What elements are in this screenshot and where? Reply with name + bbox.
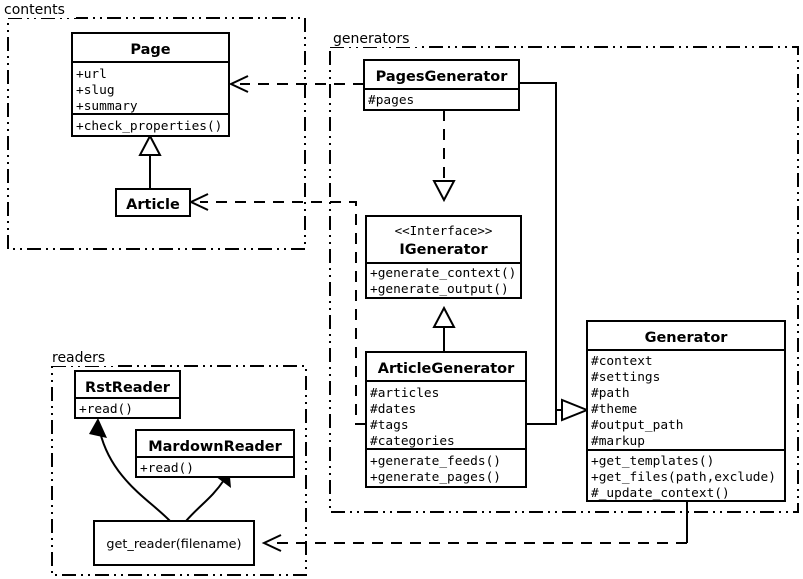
function-box-get-reader-rect (93, 520, 255, 566)
class-attribute-generator-settings: #settings (591, 370, 660, 385)
edge-articlegenerator-to-generator-line (526, 409, 562, 425)
class-name-mardownreader: MardownReader (148, 439, 282, 455)
edge-getreader-to-rstreader-arrowhead (89, 418, 107, 438)
class-box-mardownreader-rect (135, 429, 295, 478)
class-box-mardownreader[interactable]: MardownReader +read() (135, 429, 295, 478)
class-attribute-articlegenerator-categories: #categories (370, 434, 455, 449)
class-name-pagesgenerator: PagesGenerator (376, 69, 509, 85)
class-attribute-generator-output-path: #output_path (591, 418, 683, 433)
function-name-get-reader: get_reader(filename) (106, 537, 241, 552)
class-attribute-articlegenerator-dates: #dates (370, 402, 416, 417)
class-attribute-generator-path: #path (591, 386, 630, 401)
edge-pagesgenerator-to-page (228, 75, 364, 93)
class-name-igenerator: IGenerator (399, 242, 488, 258)
class-box-rstreader-rect (74, 370, 181, 419)
class-box-articlegenerator[interactable]: ArticleGenerator #articles #dates #tags … (365, 351, 527, 488)
class-name-articlegenerator: ArticleGenerator (378, 361, 515, 377)
package-readers-label: readers (52, 350, 105, 366)
package-readers: readers (46, 348, 307, 576)
package-contents: contents (0, 0, 306, 250)
class-operation-articlegenerator-generate-pages: +generate_pages() (370, 470, 501, 485)
edge-articlegenerator-to-article (188, 193, 366, 425)
edge-getreader-to-mardownreader-line (185, 479, 225, 522)
edge-pagesgenerator-to-page-arrowhead (228, 75, 249, 93)
package-contents-label-bg (0, 0, 76, 18)
class-box-article-rect (115, 188, 191, 217)
class-attribute-generator-markup: #markup (591, 434, 645, 449)
class-operation-mardownreader-read: +read() (140, 461, 194, 476)
function-box-get-reader[interactable]: get_reader(filename) (93, 520, 255, 566)
class-box-article[interactable]: Article (115, 188, 191, 217)
package-contents-label: contents (4, 2, 65, 18)
class-box-articlegenerator-rect (365, 351, 527, 488)
class-attribute-articlegenerator-tags: #tags (370, 418, 409, 433)
package-generators-border (329, 46, 799, 513)
edge-generator-to-getreader-arrowhead (261, 534, 282, 552)
class-attribute-pagesgenerator-pages: #pages (368, 93, 414, 108)
class-stereotype-igenerator: <<Interface>> (395, 223, 493, 238)
class-attribute-page-url: +url (76, 67, 107, 82)
edge-generator-to-getreader (261, 501, 688, 552)
class-operation-articlegenerator-generate-feeds: +generate_feeds() (370, 454, 501, 469)
class-box-page-rect (71, 32, 230, 137)
class-name-generator: Generator (645, 330, 729, 346)
class-box-pagesgenerator-rect (363, 59, 520, 111)
class-operation-page-check-properties: +check_properties() (76, 119, 222, 134)
edge-getreader-to-rstreader (89, 418, 171, 522)
class-operation-igenerator-generate-output: +generate_output() (370, 282, 509, 297)
class-box-igenerator[interactable]: <<Interface>> IGenerator +generate_conte… (365, 215, 522, 299)
class-box-rstreader[interactable]: RstReader +read() (74, 370, 181, 419)
package-contents-border (7, 17, 306, 250)
class-name-rstreader: RstReader (85, 380, 171, 396)
package-readers-border (51, 365, 307, 576)
edge-articlegenerator-to-igenerator-arrowhead (432, 305, 456, 328)
edge-pagesgenerator-to-igenerator-arrowhead (432, 180, 456, 203)
class-box-pagesgenerator[interactable]: PagesGenerator #pages (363, 59, 520, 111)
edge-articlegenerator-to-generator (526, 398, 590, 425)
package-generators: generators (329, 29, 799, 513)
package-generators-label-bg (330, 29, 422, 47)
class-name-article: Article (126, 197, 180, 213)
class-box-generator[interactable]: Generator #context #settings #path #them… (586, 320, 786, 502)
edge-articlegenerator-to-igenerator (432, 305, 456, 352)
class-operation-generator-update-context: #_update_context() (591, 486, 730, 501)
class-operation-rstreader-read: +read() (79, 402, 133, 417)
edge-pagesgenerator-to-igenerator (432, 110, 456, 203)
package-readers-label-bg (46, 348, 116, 366)
class-operation-generator-get-files: +get_files(path,exclude) (591, 470, 776, 485)
edge-article-to-page (138, 133, 162, 189)
edge-articlegenerator-to-generator-arrowhead (561, 398, 590, 422)
class-operation-generator-get-templates: +get_templates() (591, 454, 714, 469)
edge-article-to-page-arrowhead (138, 133, 162, 156)
class-attribute-page-summary: +summary (76, 99, 138, 114)
class-attribute-generator-theme: #theme (591, 402, 637, 417)
class-attribute-page-slug: +slug (76, 83, 115, 98)
class-box-igenerator-rect (365, 215, 522, 299)
edge-getreader-to-rstreader-line (99, 431, 171, 522)
edge-articlegenerator-to-article-line (200, 201, 366, 425)
class-name-page: Page (130, 42, 170, 58)
class-attribute-articlegenerator-articles: #articles (370, 386, 439, 401)
class-operation-igenerator-generate-context: +generate_context() (370, 266, 516, 281)
package-generators-label: generators (333, 31, 409, 47)
class-attribute-generator-context: #context (591, 354, 653, 369)
class-box-page[interactable]: Page +url +slug +summary +check_properti… (71, 32, 230, 137)
